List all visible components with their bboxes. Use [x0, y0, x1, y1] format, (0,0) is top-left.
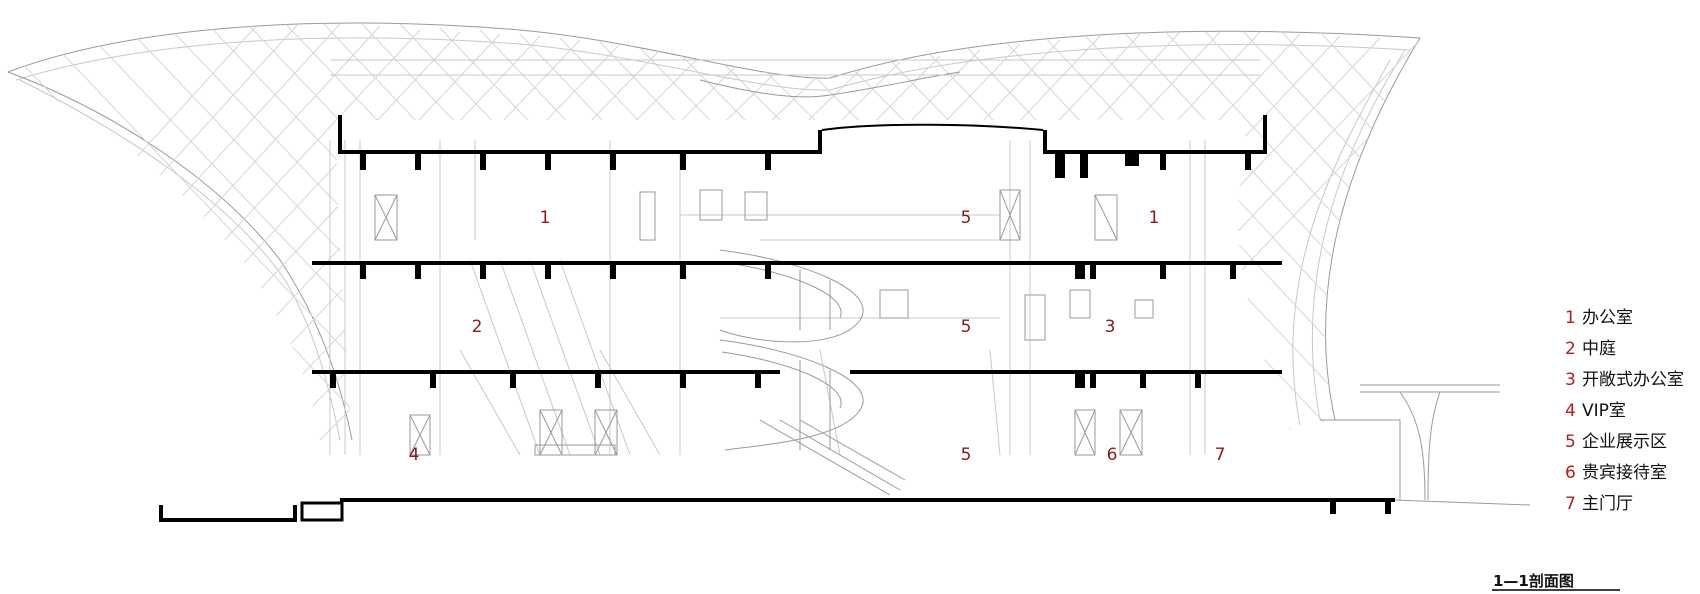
legend-label: 开敞式办公室 — [1582, 370, 1684, 390]
entrance-canopy — [1320, 384, 1531, 506]
legend-number: 7 — [1565, 494, 1576, 514]
roof-shell — [7, 22, 1421, 441]
drawing-title-text: 1—1剖面图 — [1493, 572, 1574, 590]
legend-number: 3 — [1565, 370, 1576, 390]
room-label: 6 — [1107, 445, 1118, 465]
room-label: 5 — [961, 208, 972, 228]
legend-number: 5 — [1565, 432, 1576, 452]
room-label: 1 — [540, 208, 551, 228]
legend-item: 4 VIP室 — [1565, 401, 1626, 421]
room-labels: 1 5 1 2 5 3 4 5 6 7 — [409, 208, 1226, 465]
room-label: 4 — [409, 445, 420, 465]
legend-label: VIP室 — [1582, 401, 1626, 421]
legend-item: 6 贵宾接待室 — [1565, 463, 1667, 483]
legend-number: 2 — [1565, 339, 1576, 359]
legend: 1 办公室 2 中庭 3 开敞式办公室 4 VIP室 5 企业展示区 6 贵宾接… — [1565, 308, 1684, 514]
legend-number: 6 — [1565, 463, 1576, 483]
legend-item: 5 企业展示区 — [1565, 432, 1667, 452]
legend-label: 贵宾接待室 — [1582, 463, 1667, 483]
legend-number: 1 — [1565, 308, 1576, 328]
legend-label: 中庭 — [1582, 339, 1616, 359]
room-label: 2 — [472, 317, 483, 337]
room-label: 1 — [1149, 208, 1160, 228]
spiral-stair — [719, 249, 906, 496]
room-label: 3 — [1105, 317, 1116, 337]
drawing-title: 1—1剖面图 — [1492, 572, 1620, 591]
legend-item: 2 中庭 — [1565, 339, 1616, 359]
room-label: 5 — [961, 445, 972, 465]
legend-label: 企业展示区 — [1582, 432, 1667, 452]
legend-item: 1 办公室 — [1565, 308, 1633, 328]
legend-item: 7 主门厅 — [1565, 494, 1633, 514]
room-label: 7 — [1215, 445, 1226, 465]
legend-label: 办公室 — [1582, 308, 1633, 328]
legend-number: 4 — [1565, 401, 1576, 421]
legend-item: 3 开敞式办公室 — [1565, 370, 1684, 390]
room-label: 5 — [961, 317, 972, 337]
building-section — [159, 115, 1531, 522]
legend-label: 主门厅 — [1582, 494, 1633, 514]
